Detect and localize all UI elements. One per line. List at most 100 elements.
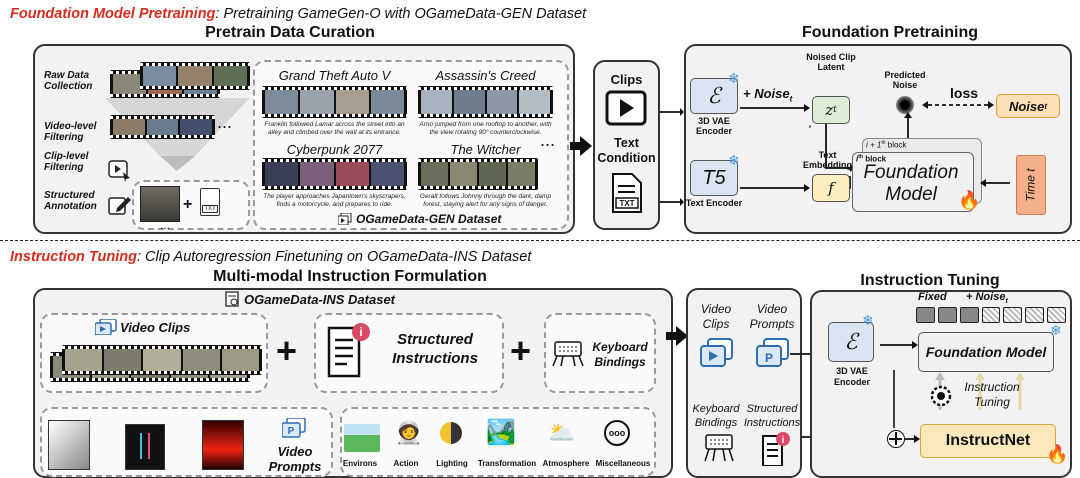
block-next-tail: block bbox=[885, 140, 907, 150]
svg-text:P: P bbox=[288, 426, 295, 437]
category-miscellaneous: Miscellaneous bbox=[595, 459, 651, 468]
atmosphere-icon: 🌥️ bbox=[548, 420, 576, 445]
txt-badge: TXT bbox=[202, 205, 218, 213]
stage-structured-annotation: Structured Annotation bbox=[44, 190, 97, 212]
categories-box bbox=[340, 407, 656, 477]
environs-icon bbox=[344, 424, 380, 452]
mid-video-prompts-label: Video Prompts bbox=[749, 302, 795, 331]
play-cursor-icon bbox=[108, 160, 130, 182]
formulation-title: Multi-modal Instruction Formulation bbox=[213, 268, 487, 285]
latent-token-noised bbox=[1025, 307, 1045, 323]
predicted-noise-dot bbox=[896, 96, 914, 114]
pretrain-title: Foundation Pretraining bbox=[802, 24, 978, 41]
bottom-section-heading: Instruction Tuning: Clip Autoregression … bbox=[10, 249, 531, 265]
gen-dataset-label-row: OGameData-GEN Dataset bbox=[338, 212, 501, 226]
annotation-plus: + bbox=[183, 196, 193, 213]
tuning-noise-sub: t bbox=[1005, 298, 1008, 306]
keyboard-hands-icon bbox=[552, 341, 584, 367]
time-arrow bbox=[980, 179, 1010, 187]
tuning-vae-box: ℰ bbox=[828, 322, 874, 362]
t5-snowflake-icon: ❄ bbox=[728, 152, 740, 168]
action-icon: 🧑‍🚀 bbox=[395, 420, 423, 445]
text-document-icon bbox=[612, 173, 642, 213]
mid-video-clips-label: Video Clips bbox=[700, 302, 732, 331]
fixed-label: Fixed bbox=[918, 291, 947, 303]
vae-encoder-label: 3D VAE Encoder bbox=[695, 116, 732, 136]
caption-gta: Franklin followed Lamar across the stree… bbox=[264, 121, 405, 136]
mid-keyboard-label: Keyboard Bindings bbox=[692, 403, 740, 429]
latent-token-fixed bbox=[959, 307, 979, 323]
caption-assassins-creed: Arno jumped from one rooftop to another,… bbox=[419, 121, 552, 136]
tuning-vae-snowflake-icon: ❄ bbox=[862, 312, 874, 328]
annotation-frame bbox=[140, 186, 180, 222]
lighting-icon bbox=[440, 422, 462, 444]
clips-label: Clips bbox=[610, 72, 643, 87]
video-prompts-label: Video Prompts bbox=[268, 444, 322, 474]
ins-dataset-row: OGameData-INS Dataset bbox=[225, 291, 395, 307]
noise-add-sub: t bbox=[789, 94, 793, 104]
film-witcher bbox=[418, 158, 538, 190]
block-next-i: i + 1 bbox=[866, 140, 882, 150]
film-gta bbox=[262, 86, 407, 118]
prompt-frame-pose bbox=[125, 424, 165, 470]
foundation-model-box bbox=[852, 152, 974, 212]
text-condition-label: Text Condition bbox=[597, 136, 656, 165]
curation-to-clips-arrow bbox=[570, 136, 592, 156]
annotate-icon bbox=[108, 197, 131, 215]
clips-to-encoder-arrows bbox=[660, 108, 684, 206]
tuning-model-snowflake-icon: ❄ bbox=[1050, 322, 1062, 338]
loss-arrow bbox=[922, 101, 994, 109]
caption-cyberpunk: The player approaches Japantown's skyscr… bbox=[263, 193, 406, 208]
mid-structured-icon: i bbox=[762, 432, 790, 466]
model-to-noise-arrow bbox=[904, 112, 912, 140]
add-to-instructnet-arrow bbox=[904, 435, 920, 443]
gen-dataset-label: OGameData-GEN Dataset bbox=[356, 212, 502, 226]
block-i-sup: th bbox=[858, 154, 863, 160]
game-title-witcher: The Witcher bbox=[450, 142, 521, 157]
prompt-frame-sketch bbox=[48, 420, 90, 470]
tuning-title: Instruction Tuning bbox=[860, 272, 1000, 289]
zt-main: z bbox=[825, 101, 834, 119]
video-prompts-icon: P bbox=[282, 418, 306, 438]
instructions-doc-icon: i bbox=[327, 323, 370, 378]
add-operator-icon bbox=[887, 430, 905, 448]
plus-sign-1: + bbox=[276, 330, 298, 371]
section-separator bbox=[0, 240, 1080, 241]
clips-play-icon bbox=[605, 90, 647, 126]
text-embedding-label: Text Embedding bbox=[803, 150, 852, 170]
tuning-vae-label: 3D VAE Encoder bbox=[833, 366, 870, 387]
game-title-assassins-creed: Assassin's Creed bbox=[435, 68, 536, 83]
zt-sub: t bbox=[833, 105, 837, 115]
foundation-model-label: Foundation Model bbox=[863, 162, 959, 205]
mid-keyboard-icon bbox=[704, 434, 734, 462]
latent-token-fixed bbox=[916, 307, 935, 323]
loss-label: loss bbox=[950, 85, 979, 101]
latent-token-noised bbox=[1047, 307, 1067, 323]
game-title-gta: Grand Theft Auto V bbox=[278, 68, 391, 83]
mid-video-prompts-icon: P bbox=[756, 338, 789, 367]
vae-encoder-box: ℰ bbox=[690, 78, 738, 114]
video-clips-film-front bbox=[62, 345, 262, 375]
noised-latent-label: Noised Clip Latent bbox=[806, 52, 856, 72]
t5-encoder-box: T5 bbox=[690, 160, 738, 196]
noise-add-prefix: + Noise bbox=[743, 86, 790, 101]
curation-title: Pretrain Data Curation bbox=[205, 24, 375, 41]
video-clips-label: Video Clips bbox=[120, 320, 191, 335]
game-title-cyberpunk: Cyberpunk 2077 bbox=[286, 142, 383, 157]
svg-text:i: i bbox=[359, 325, 362, 339]
txt-document-icon: TXT bbox=[200, 188, 220, 216]
instructnet-fire-icon: 🔥 bbox=[1046, 444, 1069, 464]
tuning-gear-icon bbox=[930, 385, 952, 407]
miscellaneous-icon: ooo bbox=[604, 420, 630, 446]
transformation-icon: 🏞️ bbox=[486, 419, 516, 446]
video-filter-film bbox=[110, 115, 215, 139]
tuning-foundation-box: Foundation Model bbox=[918, 332, 1054, 372]
svg-text:i: i bbox=[782, 435, 785, 446]
pose-skeleton bbox=[140, 433, 150, 459]
block-next-label: i + 1th block bbox=[866, 140, 906, 150]
text-doc-badge: TXT bbox=[619, 199, 635, 208]
category-atmosphere: Atmosphere bbox=[542, 459, 590, 468]
vae-to-model-arrow bbox=[880, 341, 918, 349]
tuning-noise-prefix: + Noise bbox=[966, 291, 1006, 303]
stage-raw-data-collection: Raw Data Collection bbox=[44, 70, 93, 92]
